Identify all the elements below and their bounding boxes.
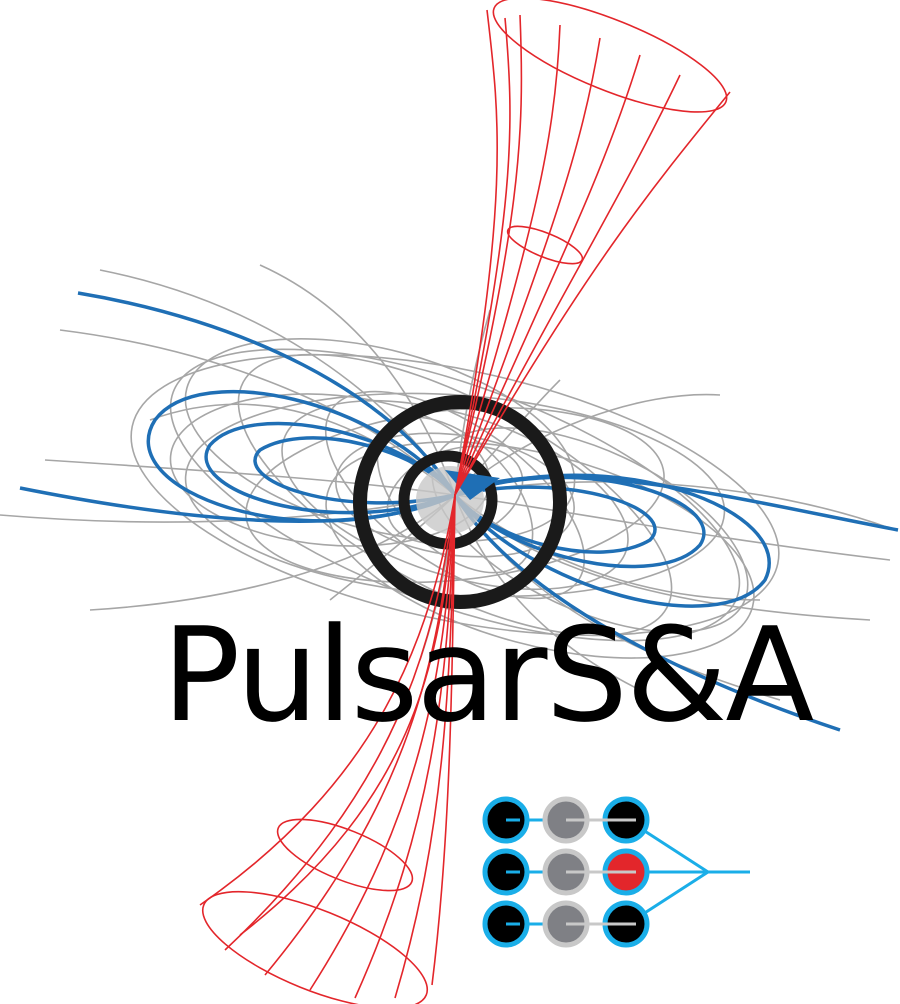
neural-network-icon: [482, 796, 750, 948]
pulsar-core: [353, 395, 567, 609]
upper-beam-cone: [454, 0, 731, 496]
lower-beam-cone: [199, 494, 456, 1004]
logo-wordmark: PulsarS&A: [162, 599, 814, 751]
